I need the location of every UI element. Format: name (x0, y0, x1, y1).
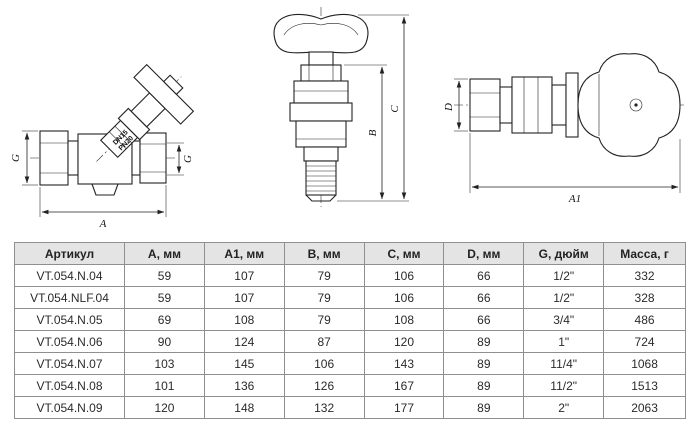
valve-body (289, 51, 353, 202)
value-cell: 2063 (603, 396, 686, 419)
value-cell: 106 (363, 286, 445, 309)
value-cell: 69 (124, 308, 205, 331)
dimension-g-right: G (167, 142, 194, 176)
article-cell: VT.054.N.07 (13, 352, 126, 375)
dimension-g-left: G (10, 130, 38, 186)
dimension-label-b: B (367, 129, 379, 136)
value-cell: 126 (283, 374, 365, 397)
article-cell: VT.054.N.09 (13, 396, 126, 419)
value-cell: 89 (443, 330, 525, 353)
value-cell: 89 (443, 374, 525, 397)
valve-profile-view-drawing: D A1 (444, 53, 686, 205)
article-cell: VT.054.N.05 (13, 308, 126, 331)
handwheel-knob (577, 53, 681, 157)
value-cell: 177 (363, 396, 445, 419)
value-cell: 11/2" (523, 374, 605, 397)
value-cell: 1/2" (523, 286, 605, 309)
value-cell: 132 (283, 396, 365, 419)
value-cell: 106 (363, 264, 445, 287)
col-header-mass: Масса, г (603, 242, 686, 265)
dimension-a: A (39, 185, 167, 230)
value-cell: 101 (124, 374, 205, 397)
value-cell: 87 (283, 330, 365, 353)
article-cell: VT.054.N.06 (13, 330, 126, 353)
value-cell: 124 (203, 330, 285, 353)
col-header-a: A, мм (124, 242, 205, 265)
value-cell: 120 (124, 396, 205, 419)
article-cell: VT.054.N.08 (13, 374, 126, 397)
value-cell: 2" (523, 396, 605, 419)
value-cell: 11/4" (523, 352, 605, 375)
value-cell: 66 (443, 308, 525, 331)
dimensions-table: Артикул A, мм A1, мм B, мм C, мм D, мм G… (13, 242, 686, 419)
valve-front-view-drawing: B C (273, 7, 409, 207)
dimension-label-g-left: G (10, 154, 22, 162)
col-header-g: G, дюйм (523, 242, 605, 265)
value-cell: 106 (283, 352, 365, 375)
value-cell: 103 (124, 352, 205, 375)
value-cell: 59 (124, 286, 205, 309)
dimension-label-a1: A1 (568, 193, 581, 205)
value-cell: 328 (603, 286, 686, 309)
value-cell: 79 (283, 264, 365, 287)
value-cell: 107 (203, 264, 285, 287)
dimension-label-d: D (444, 103, 455, 112)
value-cell: 136 (203, 374, 285, 397)
valve-side-view-drawing: DN15 PN20 G G A (10, 63, 195, 230)
value-cell: 79 (283, 308, 365, 331)
value-cell: 66 (443, 286, 525, 309)
value-cell: 89 (443, 396, 525, 419)
value-cell: 59 (124, 264, 205, 287)
technical-drawings: DN15 PN20 G G A (10, 7, 686, 230)
value-cell: 143 (363, 352, 445, 375)
value-cell: 148 (203, 396, 285, 419)
dimension-c: C (358, 14, 409, 200)
table-header-row: Артикул A, мм A1, мм B, мм C, мм D, мм G… (13, 242, 686, 265)
dimension-d: D (444, 78, 468, 132)
col-header-a1: A1, мм (203, 242, 285, 265)
dimension-a1: A1 (469, 133, 681, 205)
col-header-d: D, мм (443, 242, 525, 265)
value-cell: 167 (363, 374, 445, 397)
dimension-label-g-right: G (182, 155, 194, 163)
value-cell: 486 (603, 308, 686, 331)
col-header-article: Артикул (13, 242, 126, 265)
value-cell: 120 (363, 330, 445, 353)
value-cell: 3/4" (523, 308, 605, 331)
value-cell: 79 (283, 286, 365, 309)
dimension-label-c: C (389, 105, 401, 113)
valve-spindle: DN15 PN20 (96, 63, 195, 162)
dimension-label-a: A (99, 218, 107, 230)
value-cell: 90 (124, 330, 205, 353)
value-cell: 332 (603, 264, 686, 287)
value-cell: 1" (523, 330, 605, 353)
dimension-b: B (337, 64, 409, 202)
col-header-c: C, мм (363, 242, 445, 265)
value-cell: 145 (203, 352, 285, 375)
value-cell: 108 (363, 308, 445, 331)
col-header-b: B, мм (283, 242, 365, 265)
value-cell: 1068 (603, 352, 686, 375)
dimensions-table-wrap: Артикул A, мм A1, мм B, мм C, мм D, мм G… (0, 238, 700, 419)
value-cell: 107 (203, 286, 285, 309)
value-cell: 1/2" (523, 264, 605, 287)
value-cell: 724 (603, 330, 686, 353)
article-cell: VT.054.N.04 (13, 264, 126, 287)
article-cell: VT.054.NLF.04 (13, 286, 126, 309)
value-cell: 66 (443, 264, 525, 287)
value-cell: 1513 (603, 374, 686, 397)
value-cell: 108 (203, 308, 285, 331)
valve-body (469, 72, 579, 138)
handwheel (273, 13, 369, 54)
value-cell: 89 (443, 352, 525, 375)
